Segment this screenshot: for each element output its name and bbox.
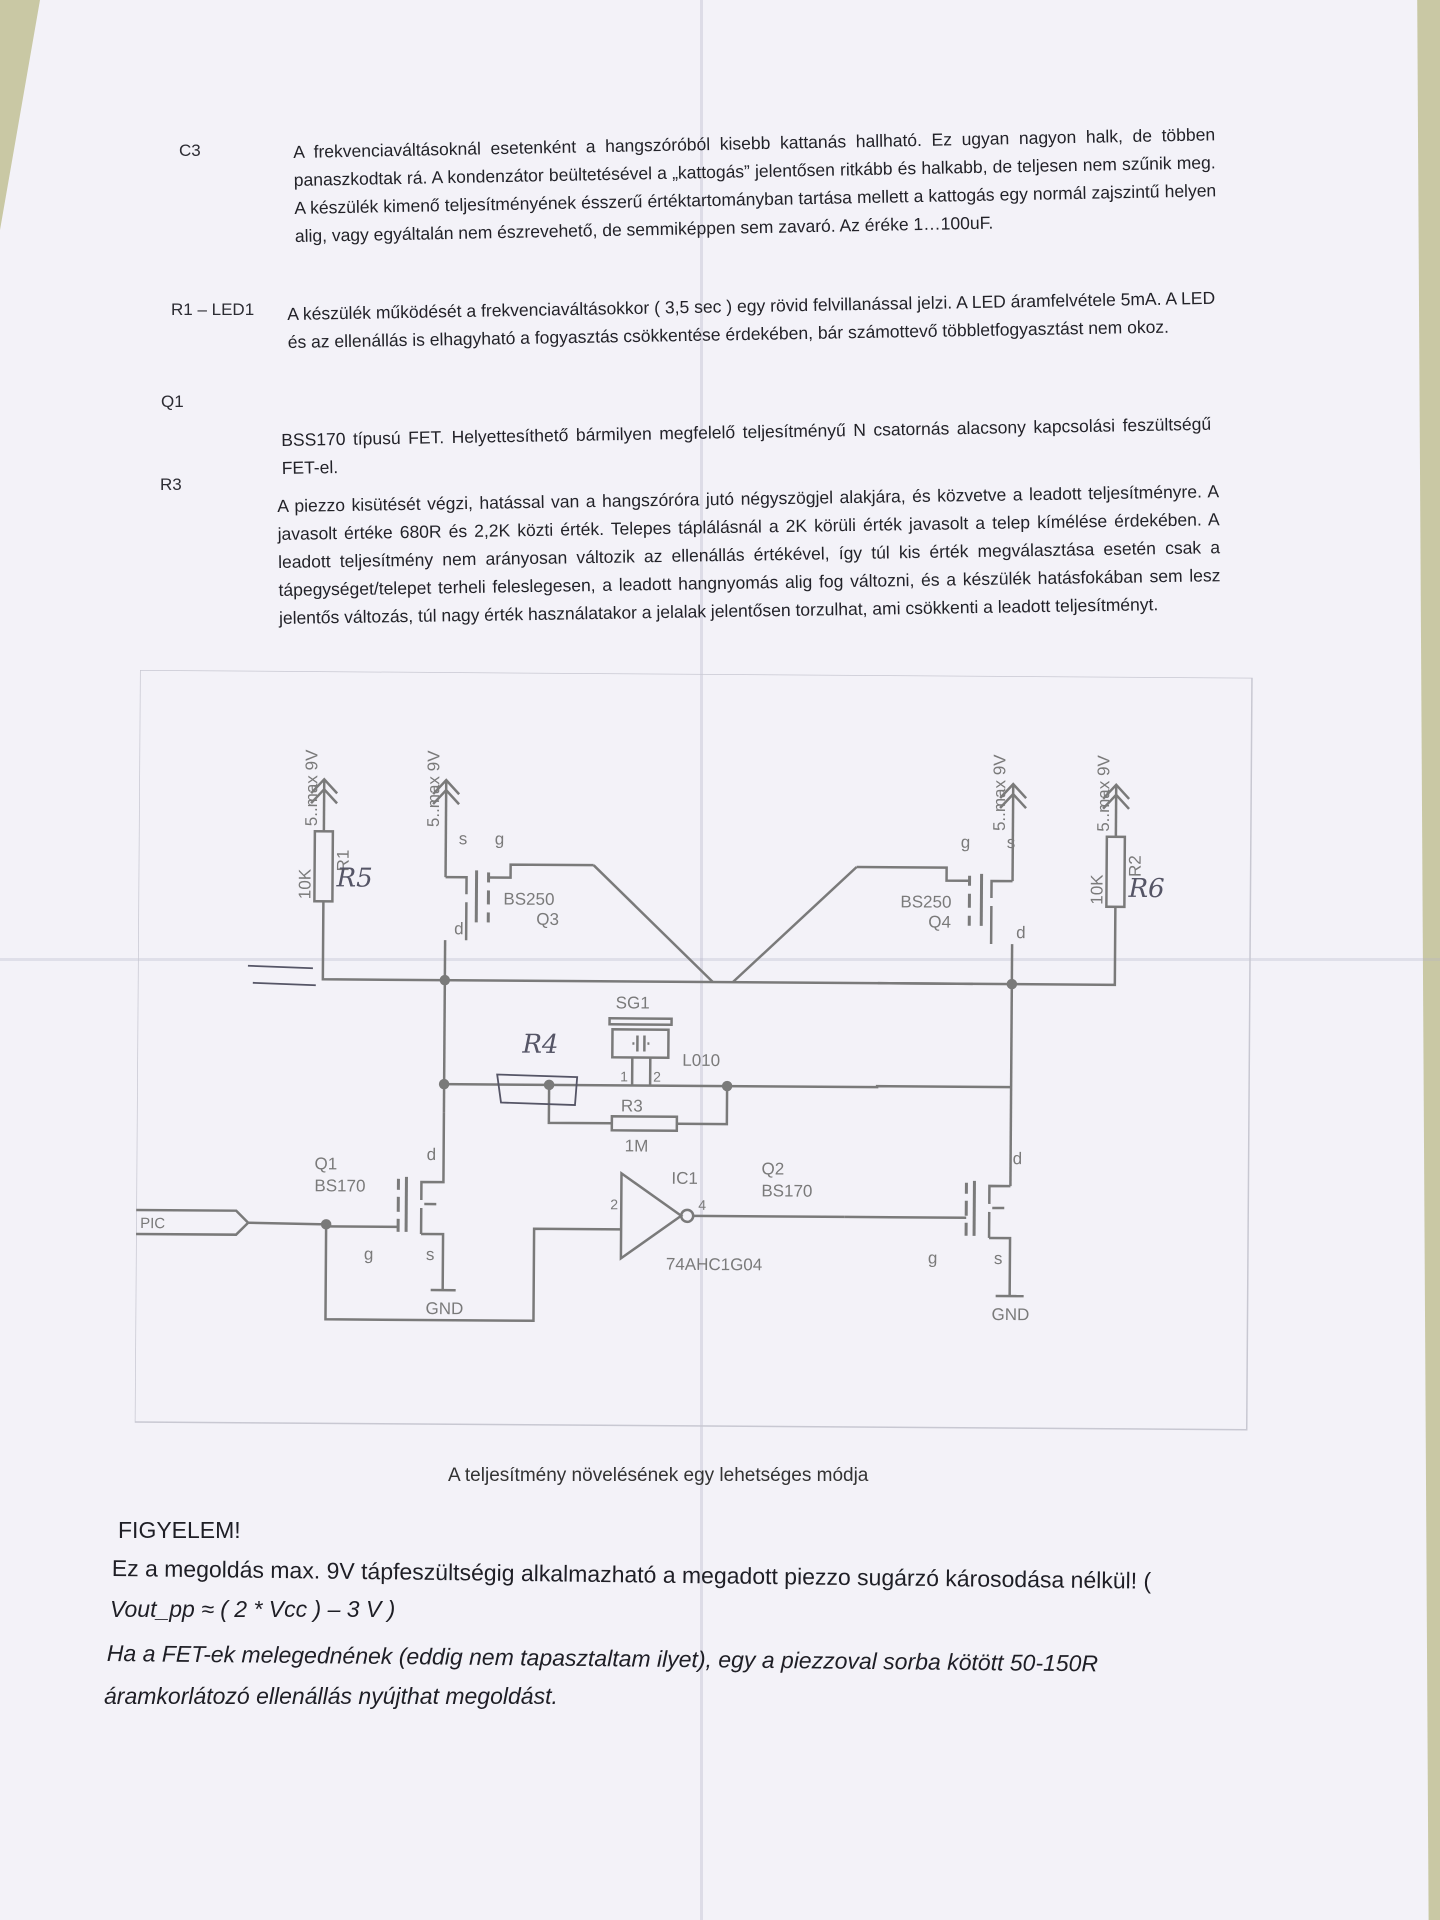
cross-wire <box>592 864 714 983</box>
q1-pin-d: d <box>427 1145 437 1164</box>
ic1-pin-out: 4 <box>698 1197 706 1213</box>
q2-pin-d: d <box>1013 1149 1023 1168</box>
ic1-pin-in: 2 <box>610 1196 618 1212</box>
hand-drawn-r4-box <box>496 1073 579 1106</box>
schematic-frame <box>134 670 1253 1431</box>
paper-fold <box>700 0 703 1920</box>
r1-name: R1 <box>334 850 353 872</box>
handwritten-r5: R5 <box>335 863 372 893</box>
r1-value: 10K <box>295 868 314 899</box>
paper-fold <box>0 958 1440 961</box>
piezo-sg1 <box>608 1017 673 1086</box>
section-label-r1-led1: R1 – LED1 <box>171 300 255 319</box>
resistor-r2 <box>1105 835 1127 909</box>
q3-type: BS250 <box>503 890 554 909</box>
supply-label: 5..max 9V <box>424 750 444 827</box>
q2-pin-g: g <box>928 1249 938 1268</box>
q4-pin-d: d <box>1016 923 1026 942</box>
q1-pin-s: s <box>426 1245 435 1264</box>
r2-value: 10K <box>1087 874 1106 905</box>
q3-mosfet <box>443 863 594 981</box>
sg1-type: L010 <box>682 1051 720 1070</box>
warning-line-4: áramkorlátozó ellenállás nyújthat megold… <box>104 1683 558 1709</box>
r3-value: 1M <box>625 1136 649 1155</box>
q4-pin-g: g <box>961 833 971 852</box>
q3-pin-g: g <box>495 829 505 848</box>
q1-pin-g: g <box>364 1245 374 1264</box>
gnd-label: GND <box>425 1299 463 1318</box>
q1-name: Q1 <box>314 1154 337 1173</box>
supply-arrow <box>1102 782 1131 837</box>
ic1-type: 74AHC1G04 <box>666 1255 763 1275</box>
q3-name: Q3 <box>536 910 559 929</box>
q4-pin-s: s <box>1007 833 1016 852</box>
r2-name: R2 <box>1126 855 1145 877</box>
q1-mosfet <box>326 1112 446 1291</box>
q2-name: Q2 <box>761 1159 784 1178</box>
section-label-c3: C3 <box>179 141 201 160</box>
q4-mosfet <box>856 865 1014 985</box>
q2-pin-s: s <box>994 1249 1003 1268</box>
sg1-name: SG1 <box>616 993 650 1012</box>
section-label-q1: Q1 <box>161 392 184 411</box>
resistor-r1 <box>313 829 335 903</box>
sg1-pin1: 1 <box>620 1068 628 1084</box>
q4-name: Q4 <box>928 913 951 932</box>
supply-arrow <box>310 777 339 832</box>
pic-input-label: PIC <box>140 1215 165 1232</box>
section-text-r3: A piezzo kisütését végzi, hatással van a… <box>277 481 1221 628</box>
section-text-c3: A frekvenciaváltásoknál esetenként a han… <box>293 124 1217 246</box>
supply-label: 5..max 9V <box>302 749 322 826</box>
inverter-ic1 <box>619 1170 845 1261</box>
handwritten-r6: R6 <box>1127 874 1164 904</box>
supply-arrow <box>432 778 461 878</box>
supply-arrow <box>999 782 1028 882</box>
supply-label: 5..max 9V <box>1094 754 1114 831</box>
sg1-pin2: 2 <box>653 1069 661 1085</box>
section-label-r3: R3 <box>160 475 182 494</box>
ic1-name: IC1 <box>671 1169 698 1188</box>
supply-label: 5..max 9V <box>990 754 1010 831</box>
gnd-label: GND <box>991 1305 1029 1324</box>
resistor-r3 <box>610 1115 679 1133</box>
schematic-caption: A teljesítmény növelésének egy lehetsége… <box>448 1465 869 1486</box>
q4-type: BS250 <box>900 892 951 911</box>
q3-pin-s: s <box>459 829 468 848</box>
circuit-schematic: 5..max 9V 5..max 9V 5..max 9V 5..max 9V … <box>134 670 1253 1431</box>
hand-drawn-line <box>247 964 316 987</box>
warning-title: FIGYELEM! <box>118 1517 241 1543</box>
cross-wire <box>731 866 858 984</box>
q2-type: BS170 <box>761 1181 812 1200</box>
q1-type: BS170 <box>314 1176 365 1195</box>
handwritten-r4: R4 <box>521 1030 558 1060</box>
r3-name: R3 <box>621 1096 643 1115</box>
q2-mosfet <box>844 1180 1012 1297</box>
q3-pin-d: d <box>454 919 464 938</box>
warning-formula: Vout_pp ≈ ( 2 * Vcc ) – 3 V ) <box>110 1596 396 1622</box>
